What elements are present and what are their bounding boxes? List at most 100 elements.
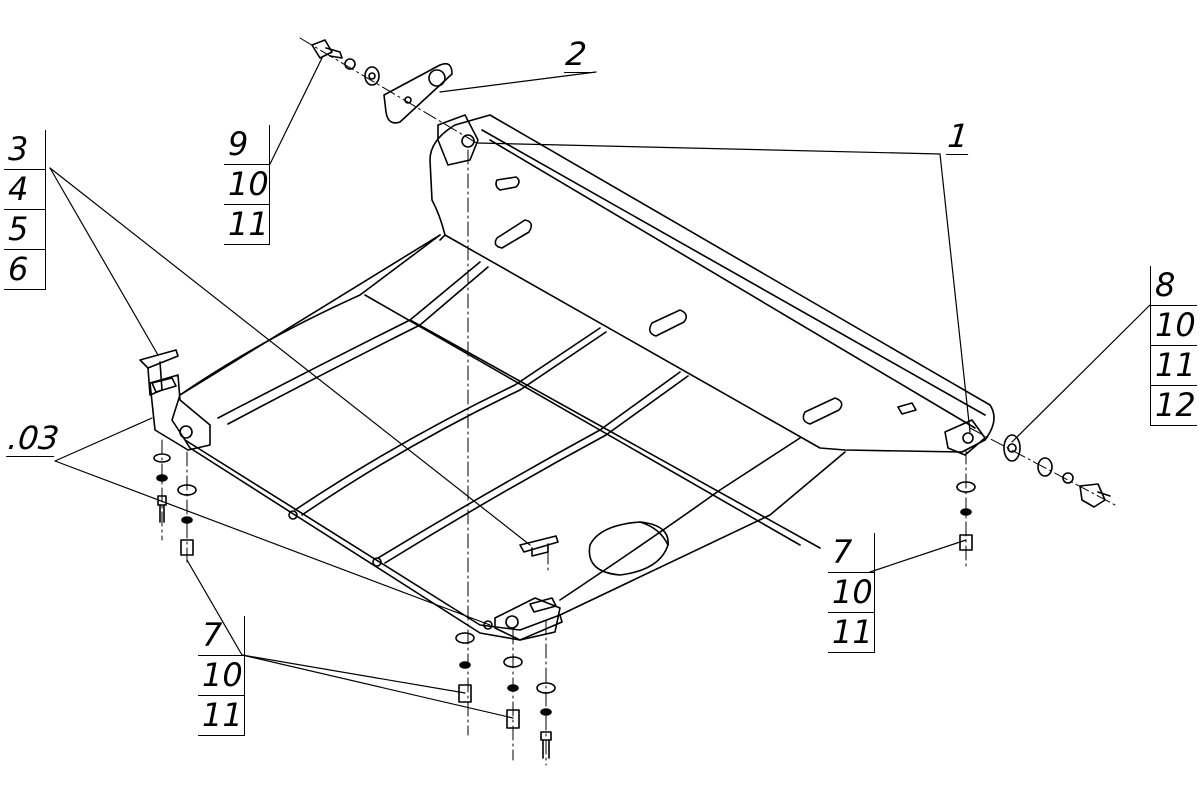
- label-stack-mid-right-2: 11: [828, 613, 874, 653]
- label-stack-top-left-1: 10: [224, 165, 270, 205]
- rib-notch-1: [288, 510, 298, 520]
- drain-hatch-rim: [639, 521, 669, 546]
- rib-notch-3: [483, 620, 493, 630]
- spring-washer-top: [344, 58, 356, 70]
- flat-washer-top: [364, 66, 380, 86]
- leader-3a: [49, 167, 159, 356]
- plate-outline: [171, 234, 846, 631]
- assembly-axis-lines: [161, 37, 1116, 766]
- label-part-2: 2: [564, 35, 598, 73]
- label-stack-right: 8 10 11 12: [1150, 266, 1197, 426]
- flange-bend-line-2: [489, 139, 976, 429]
- bracket-part-2: [383, 62, 453, 124]
- skid-plate: [171, 114, 995, 641]
- rear-left-mount-body: [437, 114, 479, 166]
- plate-left-edge: [179, 234, 441, 396]
- crease-line-2: [409, 319, 821, 549]
- plate-thickness: [184, 439, 563, 641]
- front-bracket-body: [494, 597, 561, 641]
- bracket-slot: [151, 377, 177, 393]
- label-stack-right-2: 11: [1151, 346, 1197, 386]
- flange-slot-5: [897, 402, 917, 415]
- label-stack-right-3: 12: [1151, 386, 1197, 426]
- flange-slot-4: [802, 397, 843, 425]
- label-stack-left-2: 5: [4, 210, 46, 250]
- rib-3: [377, 371, 681, 559]
- leader-7-left-b: [241, 654, 466, 694]
- rear-right-mount: [944, 419, 986, 456]
- left-bracket: [139, 349, 211, 451]
- washer-c1: [455, 632, 475, 644]
- mid-clip-top: [519, 535, 559, 553]
- label-stack-bottom-left-1: 10: [198, 656, 244, 696]
- rear-flange: [429, 114, 995, 453]
- leader-2: [439, 71, 597, 93]
- label-stack-left-0: 3: [4, 130, 46, 170]
- leader-7-left-a: [186, 559, 243, 656]
- rib-2b: [301, 331, 607, 516]
- front-bracket-slot: [529, 597, 557, 613]
- top-fasteners: [311, 39, 380, 86]
- bolt-head-e: [540, 731, 552, 741]
- large-washer-12: [1003, 434, 1021, 462]
- label-stack-left-1: 4: [4, 170, 46, 210]
- label-stack-right-0: 8: [1151, 266, 1197, 306]
- flange-slot-1: [495, 176, 520, 191]
- bolt-shank-9: [325, 47, 343, 59]
- rear-right-mount-hole: [962, 432, 974, 444]
- mid-clip: [519, 535, 559, 557]
- label-stack-bottom-left-2: 11: [198, 696, 244, 736]
- label-stack-mid-right: 7 10 11: [828, 533, 875, 653]
- leader-1a: [477, 142, 941, 155]
- rib-4: [559, 437, 801, 601]
- rear-flange-edge: [439, 234, 446, 241]
- bolt-head-9: [311, 39, 333, 59]
- spring-washer-right: [1062, 472, 1074, 484]
- leader-9: [269, 57, 323, 165]
- front-bracket: [494, 597, 561, 641]
- label-part-1: 1: [946, 117, 972, 155]
- bracket-tab-top: [139, 349, 179, 369]
- label-stack-mid-right-0: 7: [828, 533, 874, 573]
- label-stack-top-left-2: 11: [224, 205, 270, 245]
- flat-washer-right: [1037, 457, 1053, 477]
- nut-d: [506, 709, 520, 729]
- bracket-plate-hole: [428, 69, 446, 87]
- flange-slot-3: [648, 309, 688, 337]
- leader-7-left-c: [241, 654, 514, 719]
- bracket-plate: [383, 62, 453, 124]
- label-stack-top-left: 9 10 11: [224, 125, 270, 245]
- flange-bend-line: [481, 129, 986, 416]
- flat-washer-top-hole: [368, 72, 376, 80]
- nut-b: [180, 539, 194, 556]
- front-bracket-hole: [505, 615, 519, 629]
- bracket-body: [149, 374, 211, 451]
- leader-7-right: [869, 539, 967, 573]
- leader-1b: [939, 153, 971, 433]
- rib-2: [294, 327, 601, 511]
- rib-3b: [384, 375, 689, 564]
- mid-clip-body: [531, 543, 549, 557]
- crease-line: [364, 294, 801, 546]
- leader-03a: [54, 417, 153, 462]
- nut-c: [458, 684, 472, 703]
- label-part-03: .03: [6, 419, 61, 457]
- label-stack-left: 3 4 5 6: [4, 130, 46, 290]
- rib-notch-2: [372, 557, 382, 567]
- bolt-head-8: [1079, 483, 1106, 508]
- bolt-head-a: [157, 495, 167, 506]
- axis-right-horizontal: [969, 427, 1116, 506]
- right-fasteners: [1003, 434, 1111, 508]
- nut-f: [959, 534, 973, 551]
- axis-top: [299, 37, 481, 146]
- leader-03b: [54, 460, 491, 626]
- label-stack-top-left-0: 9: [224, 125, 270, 165]
- rib-1: [217, 261, 481, 419]
- flange-slot-2: [494, 219, 533, 249]
- bolt-shank-8: [1097, 491, 1111, 497]
- rib-1b: [227, 266, 489, 425]
- label-stack-bottom-left-0: 7: [198, 616, 244, 656]
- rear-left-mount-hole: [461, 134, 475, 148]
